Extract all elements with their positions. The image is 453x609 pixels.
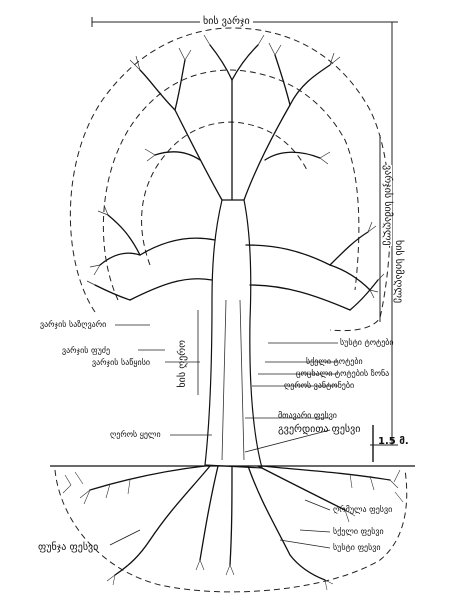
branches [94,44,379,311]
label-fine-branches: სუსტი ტოტები [340,338,394,347]
leader-lines [109,310,338,549]
trunk-inner-left [221,299,227,461]
label-crown-base: ვარჯის ფუძე [62,346,111,355]
label-thick-roots: სქელი ფესვი [333,527,384,536]
label-buttress-root: ფუნჯა ფესვი [38,542,99,553]
root-zone-outline [54,469,408,593]
label-height-marker: 1.5 მ. [378,436,409,447]
label-root-collar: ღეროს ყელი [110,430,161,439]
label-live-branch-zone: ცოცხალი ტოტების ზონა [296,369,390,378]
crown-mid-outline [141,121,309,266]
label-feeder-roots: ღრმულა ფესვი [333,505,393,514]
crown-inner-outline [102,69,360,301]
label-crown-width: ხის ვარჯი [200,17,253,27]
trunk-inner-right [239,299,245,461]
label-crown-core: ვარჯის საწყისი [92,358,151,367]
label-trunk: ხის ღერო [177,340,188,388]
label-fine-roots: სუსტი ფესვი [333,543,381,552]
crown-outline [69,27,391,332]
label-crown-height: ვარჯის სიმაღლე [382,165,393,246]
twigs [86,34,385,299]
label-main-root: მთავარი ფესვი [278,411,337,420]
label-tree-height: ხის სიმაღლე [393,240,404,304]
label-crown-perimeter: ვარჯის საზღვარი [40,320,107,329]
label-trunk-wood: ღეროს ვანტონები [284,381,355,390]
label-thick-branches: სქელი ტოტები [306,357,363,366]
fine-roots [62,469,404,591]
roots [89,465,391,581]
label-lateral-root: გვერდითა ფესვი [278,424,361,435]
